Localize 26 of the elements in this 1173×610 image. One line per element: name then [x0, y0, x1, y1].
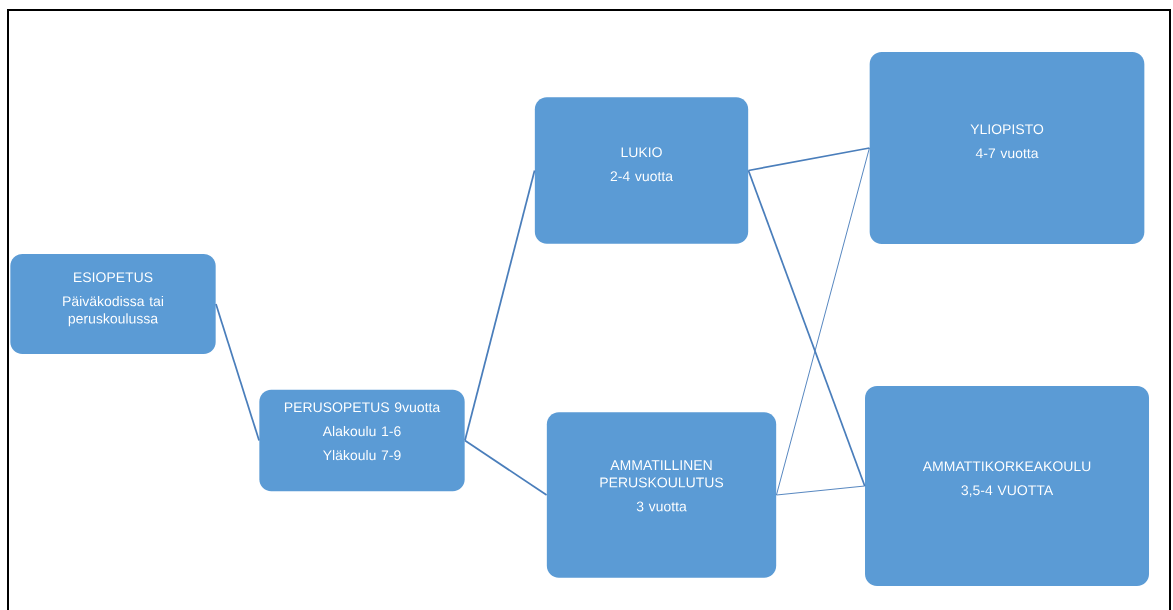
- connector-line: [747, 169, 866, 487]
- process-box: [546, 412, 777, 578]
- node-label: Alakoulu 1-6: [322, 425, 401, 437]
- connector-line: [775, 485, 866, 496]
- process-box: [10, 254, 216, 354]
- process-box: [869, 52, 1145, 244]
- connector-line: [747, 147, 871, 172]
- connector-line: [464, 169, 536, 442]
- node-label: YLIOPISTO: [970, 124, 1044, 135]
- node-label: Yläkoulu 7-9: [323, 449, 401, 461]
- connector-line: [215, 303, 260, 442]
- node-label: 4-7 vuotta: [975, 148, 1039, 159]
- connector-line: [775, 147, 870, 496]
- node-label: 2-4 vuotta: [610, 171, 674, 182]
- connector-line: [464, 439, 548, 496]
- node-label: ESIOPETUS: [74, 272, 153, 283]
- node-label: LUKIO: [621, 147, 662, 158]
- node-label: AMMATTIKORKEAKOULU: [922, 461, 1091, 472]
- process-box: [259, 389, 465, 492]
- node-label: PERUSOPETUS 9vuotta: [284, 402, 441, 413]
- node-label: 3 vuotta: [636, 501, 687, 512]
- node-label: AMMATILLINEN PERUSKOULUTUS: [600, 460, 724, 488]
- node-label: 3,5-4 VUOTTA: [961, 485, 1054, 497]
- process-box: [865, 386, 1149, 586]
- node-label: Päiväkodissa tai peruskoulussa: [63, 295, 164, 327]
- process-box: [534, 97, 749, 244]
